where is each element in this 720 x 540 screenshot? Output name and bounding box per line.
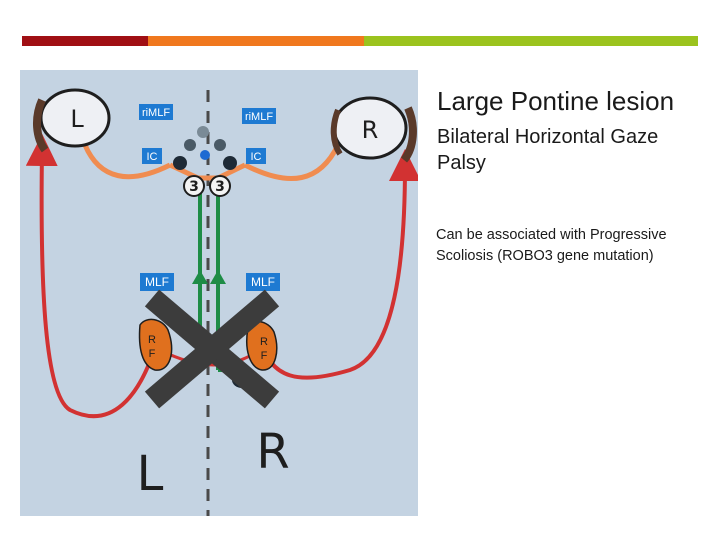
accent-bar-orange bbox=[148, 36, 364, 46]
rf-left: R F bbox=[140, 319, 172, 370]
slide-subtitle: Bilateral Horizontal Gaze Palsy bbox=[437, 124, 697, 176]
pontine-diagram-svg: 3 3 L R riMLF riMLF IC IC MLF MLF bbox=[20, 70, 418, 516]
rimlf-right-label: riMLF bbox=[245, 111, 273, 123]
nucleus-dot-5 bbox=[173, 156, 187, 170]
nucleus-dot-4 bbox=[200, 150, 210, 160]
rf-left-r: R bbox=[148, 334, 156, 346]
side-right-label: R bbox=[256, 424, 289, 480]
nucleus-dot-2 bbox=[184, 139, 196, 151]
accent-bar-dark-red bbox=[22, 36, 148, 46]
rf-left-f: F bbox=[149, 348, 156, 360]
nucleus-dot-3 bbox=[214, 139, 226, 151]
accent-bar bbox=[22, 36, 698, 46]
slide-title: Large Pontine lesion bbox=[437, 86, 674, 117]
ic-right-label: IC bbox=[251, 151, 262, 163]
rf-right-f: F bbox=[261, 350, 268, 362]
pontine-diagram: 3 3 L R riMLF riMLF IC IC MLF MLF bbox=[20, 70, 418, 516]
side-left-label: L bbox=[137, 446, 164, 502]
right-eye-label: R bbox=[362, 116, 379, 144]
cn3-right-label: 3 bbox=[215, 179, 225, 195]
slide-note: Can be associated with Progressive Scoli… bbox=[436, 225, 706, 267]
ic-left-label: IC bbox=[147, 151, 158, 163]
cn3-left-label: 3 bbox=[189, 179, 199, 195]
mlf-right-label: MLF bbox=[251, 275, 275, 289]
nucleus-dot-6 bbox=[223, 156, 237, 170]
left-eye-label: L bbox=[70, 105, 84, 133]
rimlf-left-label: riMLF bbox=[142, 107, 170, 119]
rf-right-r: R bbox=[260, 336, 268, 348]
accent-bar-green bbox=[364, 36, 698, 46]
nucleus-dot-1 bbox=[197, 126, 209, 138]
mlf-left-label: MLF bbox=[145, 275, 169, 289]
